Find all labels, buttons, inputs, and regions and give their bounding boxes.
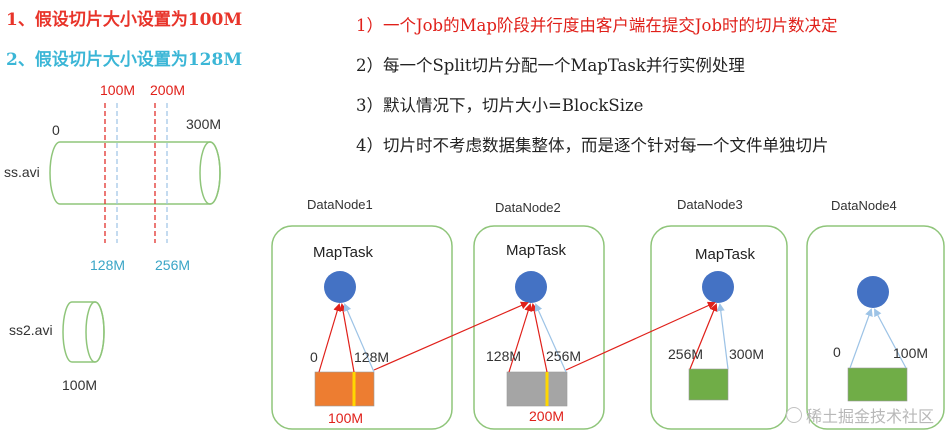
datanode3-right-label: 300M [729,346,765,362]
cut-label-128m: 128M [90,257,126,273]
datanode1-maptask-label: MapTask [313,244,374,261]
datanode3-arrow-right [716,303,729,370]
datanode3-maptask-circle [702,271,734,303]
datanode3-left-label: 256M [668,346,704,362]
ss2-avi-cylinder [62,301,105,363]
datanode3-maptask-label: MapTask [695,246,756,263]
datanode4-block [847,367,908,402]
datanode4-maptask-circle [857,276,889,308]
datanode1-left-label: 0 [310,349,318,365]
datanode3-title: DataNode3 [677,197,743,212]
datanode2-arrow-right [534,303,567,373]
datanode3-box [650,225,788,430]
datanode1-block-label: 100M [328,410,364,426]
datanode2-maptask-label: MapTask [506,242,567,259]
datanode1-block [314,371,375,407]
cut-label-200m: 200M [150,82,186,98]
cut-label-256m: 256M [155,257,191,273]
datanode1-box [271,225,453,430]
datanode2-arrow-mid [530,303,548,373]
datanode2-right-label: 256M [546,348,582,364]
watermark-logo-icon [786,407,802,423]
ss-avi-label: ss.avi [4,164,40,180]
ss-avi-cylinder [49,141,221,205]
datanode4-right-label: 100M [893,345,929,361]
datanode2-block-label: 200M [529,408,565,424]
datanode1-arrow-right [343,303,375,373]
ss2-avi-label: ss2.avi [9,322,53,338]
datanode2-box [473,225,605,430]
datanode2-title: DataNode2 [495,200,561,215]
ss-start-label: 0 [52,122,60,138]
datanode1-title: DataNode1 [307,197,373,212]
note-4: 4）切片时不考虑数据集整体，而是逐个针对每一个文件单独切片 [356,136,829,155]
datanode3-block [688,368,729,401]
datanode2-maptask-circle [515,271,547,303]
datanode1-maptask-circle [324,271,356,303]
ss-end-label: 300M [186,116,222,132]
note-2: 2）每一个Split切片分配一个MapTask并行实例处理 [356,56,745,75]
datanode4-arrow-right [874,308,907,369]
datanode4-arrow-left [849,308,873,369]
datanode2-left-label: 128M [486,348,522,364]
cross-arrow-dn2-to-dn3 [565,301,716,371]
heading-100m-split: 1、假设切片大小设置为100M [6,10,243,30]
cross-arrow-dn1-to-dn2 [373,301,529,371]
datanode2-block [506,371,568,407]
heading-128m-split: 2、假设切片大小设置为128M [6,50,243,70]
datanode1-right-label: 128M [354,349,390,365]
note-3: 3）默认情况下，切片大小=BlockSize [356,96,644,115]
datanode4-title: DataNode4 [831,198,897,213]
datanode1-arrow-mid [339,303,355,373]
watermark-text: 稀土掘金技术社区 [806,409,935,426]
watermark: 稀土掘金技术社区 [786,403,934,427]
datanode2-arrow-left [508,303,533,373]
datanode1-arrow-left [318,303,342,373]
cut-label-100m: 100M [100,82,136,98]
note-1: 1）一个Job的Map阶段并行度由客户端在提交Job时的切片数决定 [356,16,838,35]
datanode3-arrow-left [689,303,718,370]
datanode4-box [806,225,945,430]
datanode4-left-label: 0 [833,344,841,360]
ss2-size-label: 100M [62,377,98,393]
